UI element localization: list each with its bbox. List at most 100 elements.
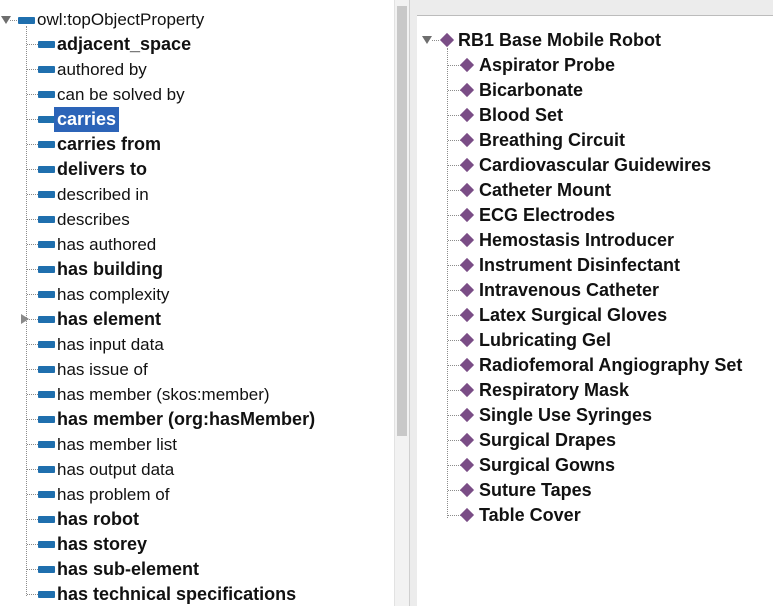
individual-tree-item[interactable]: Surgical Gowns (479, 455, 616, 475)
property-tree-item[interactable]: has complexity (57, 282, 169, 307)
property-tree-item[interactable]: authored by (57, 57, 147, 82)
object-property-icon (38, 191, 55, 198)
individual-tree-item[interactable]: Radiofemoral Angiography Set (479, 355, 743, 375)
object-property-icon (38, 566, 55, 573)
property-label: has member (org:hasMember) (57, 409, 316, 429)
tree-connector (448, 340, 461, 341)
individual-tree-item[interactable]: Table Cover (479, 505, 581, 525)
panel-header-strip (417, 0, 773, 16)
object-property-icon (38, 41, 55, 48)
tree-connector (27, 119, 38, 120)
individual-diamond-icon (459, 382, 475, 398)
individual-tree-item[interactable]: Cardiovascular Guidewires (479, 155, 712, 175)
property-tree-item[interactable]: carries from (57, 132, 161, 157)
tree-connector-line (447, 48, 448, 518)
individual-tree-item[interactable]: Respiratory Mask (479, 380, 630, 400)
property-label: has sub-element (57, 559, 200, 579)
tree-connector (27, 94, 38, 95)
property-label: has technical specifications (57, 584, 297, 604)
property-tree-item[interactable]: described in (57, 182, 149, 207)
property-tree-item[interactable]: adjacent_space (57, 32, 191, 57)
property-tree-item[interactable]: has issue of (57, 357, 148, 382)
property-tree-item[interactable]: has member (skos:member) (57, 382, 270, 407)
tree-root-label[interactable]: owl:topObjectProperty (37, 10, 205, 29)
property-tree-item[interactable]: has technical specifications (57, 582, 296, 606)
property-label: has robot (57, 509, 140, 529)
individual-tree-item[interactable]: Surgical Drapes (479, 430, 617, 450)
property-label: can be solved by (57, 85, 185, 104)
property-label: adjacent_space (57, 34, 192, 54)
property-label: has building (57, 259, 163, 279)
object-property-icon (18, 17, 35, 24)
individual-tree-item[interactable]: Breathing Circuit (479, 130, 626, 150)
tree-connector (432, 40, 439, 41)
tree-connector (448, 390, 461, 391)
individual-tree-item[interactable]: ECG Electrodes (479, 205, 616, 225)
object-property-icon (38, 416, 55, 423)
property-label: has problem of (57, 485, 170, 504)
object-property-icon (38, 341, 55, 348)
collapse-arrow-icon[interactable] (1, 16, 11, 24)
tree-connector (448, 290, 461, 291)
expand-arrow-icon[interactable] (21, 314, 29, 324)
property-tree-item[interactable]: has problem of (57, 482, 169, 507)
individual-tree-item[interactable]: Latex Surgical Gloves (479, 305, 668, 325)
tree-connector (448, 515, 461, 516)
property-tree-item[interactable]: has authored (57, 232, 156, 257)
property-tree-item[interactable]: has member (org:hasMember) (57, 407, 315, 432)
tree-connector (27, 444, 38, 445)
tree-connector (448, 65, 461, 66)
property-label: has member (skos:member) (57, 385, 270, 404)
property-tree-item[interactable]: has storey (57, 532, 147, 557)
property-tree-item[interactable]: has sub-element (57, 557, 199, 582)
object-property-icon (38, 291, 55, 298)
property-label: has complexity (57, 285, 170, 304)
object-property-icon (38, 66, 55, 73)
property-label: has input data (57, 335, 164, 354)
tree-connector (448, 90, 461, 91)
individual-diamond-icon (459, 357, 475, 373)
individual-tree-item[interactable]: Catheter Mount (479, 180, 611, 200)
object-property-icon (38, 391, 55, 398)
object-property-icon (38, 241, 55, 248)
individual-tree-item[interactable]: Single Use Syringes (479, 405, 653, 425)
individual-tree-item[interactable]: Suture Tapes (479, 480, 592, 500)
individual-root-label[interactable]: RB1 Base Mobile Robot (458, 30, 662, 50)
property-tree-item[interactable]: has element (57, 307, 161, 332)
property-tree-item[interactable]: delivers to (57, 157, 147, 182)
property-label: authored by (57, 60, 147, 79)
collapse-arrow-icon[interactable] (422, 36, 432, 44)
tree-connector-line (26, 26, 27, 596)
property-label: has member list (57, 435, 177, 454)
property-tree-item[interactable]: carries (54, 107, 120, 132)
property-tree-item[interactable]: has output data (57, 457, 174, 482)
object-property-icon (38, 591, 55, 598)
property-tree-item[interactable]: has input data (57, 332, 164, 357)
tree-connector (27, 344, 38, 345)
property-tree-item[interactable]: can be solved by (57, 82, 185, 107)
property-label: has output data (57, 460, 175, 479)
scrollbar-thumb[interactable] (397, 6, 407, 436)
individual-diamond-icon (459, 207, 475, 223)
individual-tree-item[interactable]: Hemostasis Introducer (479, 230, 675, 250)
object-property-icon (38, 266, 55, 273)
individual-diamond-icon (459, 457, 475, 473)
individual-diamond-icon (459, 332, 475, 348)
property-label: describes (57, 210, 130, 229)
property-tree-item[interactable]: describes (57, 207, 130, 232)
individual-tree-item[interactable]: Aspirator Probe (479, 55, 616, 75)
individual-tree-item[interactable]: Bicarbonate (479, 80, 584, 100)
individual-tree-item[interactable]: Blood Set (479, 105, 563, 125)
tree-connector (448, 165, 461, 166)
individual-tree-item[interactable]: Instrument Disinfectant (479, 255, 681, 275)
tree-connector (27, 319, 38, 320)
property-tree-item[interactable]: has member list (57, 432, 177, 457)
tree-connector (448, 215, 461, 216)
vertical-scrollbar[interactable] (394, 0, 409, 606)
property-tree-item[interactable]: has building (57, 257, 163, 282)
individual-diamond-icon (459, 307, 475, 323)
individual-tree-item[interactable]: Intravenous Catheter (479, 280, 660, 300)
individual-tree-item[interactable]: Lubricating Gel (479, 330, 612, 350)
property-tree-item[interactable]: has robot (57, 507, 139, 532)
individual-diamond-icon (459, 407, 475, 423)
